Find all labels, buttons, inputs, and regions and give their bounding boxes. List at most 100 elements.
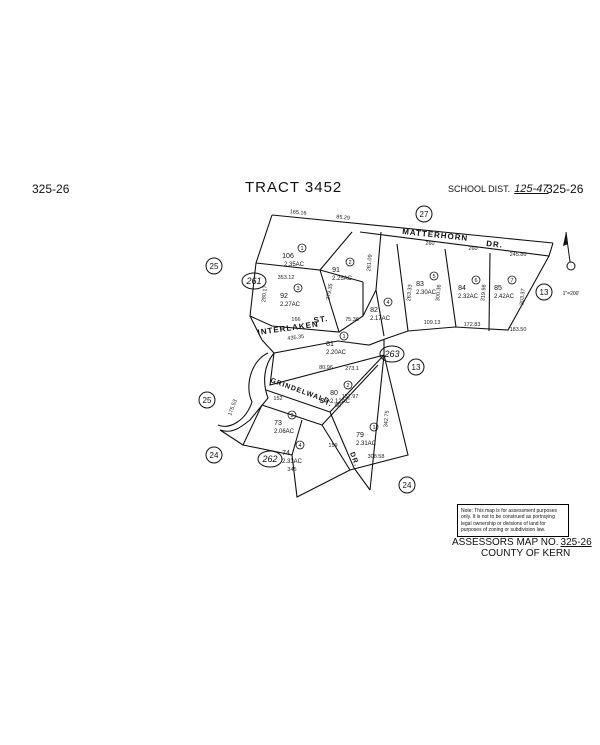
adjacent-map-25a: 25 — [210, 262, 219, 271]
svg-text:260: 260 — [425, 241, 434, 247]
svg-text:308.58: 308.58 — [368, 454, 385, 460]
parcel-circle — [339, 331, 349, 341]
svg-text:273.1: 273.1 — [345, 366, 359, 372]
street-lower-dr: DR. — [348, 451, 360, 468]
parcel-area: 2.20AC — [326, 350, 347, 356]
parcel-circle — [369, 422, 379, 432]
parcel-circle — [295, 440, 305, 450]
parcel-circle-number: 7 — [510, 278, 513, 284]
parcel-79-west — [321, 424, 351, 471]
lower-dr-west — [329, 411, 371, 491]
street-interlaken-suffix: ST. — [313, 314, 329, 325]
parcel-area: 2.25AC — [332, 276, 353, 282]
parcel-84-west — [444, 248, 457, 328]
svg-text:109.13: 109.13 — [424, 320, 441, 326]
adjacent-map-13b: 13 — [412, 363, 421, 372]
circled-262 — [257, 450, 283, 468]
parcel-circle-number: 1 — [342, 334, 345, 340]
street-matterhorn-suffix: DR. — [486, 239, 504, 250]
adjacent-map-25b: 25 — [203, 396, 212, 405]
parcel-number: 106 — [282, 253, 294, 260]
interlaken-curve-west — [217, 352, 269, 427]
svg-text:345: 345 — [287, 467, 296, 473]
parcel-81-south — [269, 339, 385, 386]
book-page-right: 325-26 — [546, 182, 584, 196]
svg-text:85.29: 85.29 — [336, 214, 350, 221]
circled-263 — [379, 345, 405, 363]
parcel-92: 3 92 2.27AC — [280, 283, 303, 308]
tract-west-line — [249, 214, 273, 341]
parcel-area: 2.27AC — [280, 302, 301, 308]
adjacent-map-25b-circle — [198, 391, 216, 409]
parcel-79-outline — [349, 354, 409, 471]
svg-text:353.12: 353.12 — [278, 275, 295, 281]
parcel-circle — [293, 283, 303, 293]
adjacent-map-24a: 24 — [210, 451, 219, 460]
svg-text:300.36: 300.36 — [435, 284, 442, 301]
parcel-circle — [383, 297, 393, 307]
svg-text:280.17: 280.17 — [261, 285, 268, 302]
book-page-left: 325-26 — [32, 182, 70, 196]
parcel-91-south — [319, 269, 364, 283]
parcel-area: 2.35AC — [284, 262, 305, 268]
assessor-map-number: ASSESSORS MAP NO.325-26 — [452, 538, 592, 548]
svg-text:152: 152 — [273, 396, 282, 402]
parcel-73-west — [219, 429, 244, 446]
parcel-92-east — [319, 269, 340, 333]
school-district: SCHOOL DIST.125-47 — [448, 184, 548, 195]
parcel-area: 2.33AC — [282, 459, 303, 465]
lower-dr-east — [369, 354, 385, 491]
parcel-circle-number: 2 — [346, 383, 349, 389]
street-matterhorn: MATTERHORN — [402, 227, 469, 243]
parcel-circle — [297, 243, 307, 253]
interlaken-curve-east — [219, 352, 275, 432]
parcel-number: 74 — [282, 450, 290, 457]
svg-text:172.83: 172.83 — [464, 322, 481, 328]
svg-text:263.33: 263.33 — [406, 284, 413, 301]
svg-text:435.35: 435.35 — [287, 334, 304, 342]
assessment-note: Note: This map is for assessment purpose… — [457, 504, 569, 537]
parcel-number: 80 — [330, 390, 338, 397]
adjacent-map-13b-circle — [407, 358, 425, 376]
adjacent-map-13a-circle — [535, 283, 553, 301]
map-number-262: 262 — [261, 454, 277, 464]
adjacent-map-13a: 13 — [540, 288, 549, 297]
interlaken-south-line — [261, 255, 550, 354]
parcel-area: 2.30AC — [416, 290, 437, 296]
parcel-number: 82 — [370, 307, 378, 314]
parcel-circle — [345, 257, 355, 267]
svg-text:80.96: 80.96 — [319, 365, 333, 371]
parcel-number: 83 — [416, 281, 424, 288]
interlaken-north-line — [249, 231, 382, 333]
parcel-area: 2.31AC — [356, 441, 377, 447]
parcel-circle-number: 2 — [348, 260, 351, 266]
parcel-82-east — [375, 289, 385, 337]
adjacent-map-27: 27 — [420, 210, 429, 219]
parcel-number: 85 — [494, 285, 502, 292]
matterhorn-north-line — [271, 214, 554, 244]
parcel-circle-number: 3 — [296, 286, 299, 292]
street-grindelwald-suffix: ST. — [318, 397, 333, 408]
street-interlaken: INTERLAKEN — [257, 320, 319, 337]
svg-text:166: 166 — [291, 317, 300, 323]
adjacent-map-27-circle — [415, 205, 433, 223]
svg-text:279.35: 279.35 — [326, 283, 335, 301]
north-arrow: 1"=200' — [563, 231, 579, 297]
svg-text:303.37: 303.37 — [519, 288, 526, 305]
school-district-number: 125-47 — [514, 183, 549, 195]
parcel-circle-number: 3 — [290, 413, 293, 419]
svg-text:261.09: 261.09 — [366, 254, 373, 271]
adjacent-map-25a-circle — [205, 257, 223, 275]
parcel-circle-number: 6 — [474, 278, 477, 284]
parcel-number: 92 — [280, 293, 288, 300]
assessor-map-label: ASSESSORS MAP NO. — [452, 537, 559, 548]
parcel-74-outline — [291, 454, 351, 498]
parcel-number: 91 — [332, 267, 340, 274]
